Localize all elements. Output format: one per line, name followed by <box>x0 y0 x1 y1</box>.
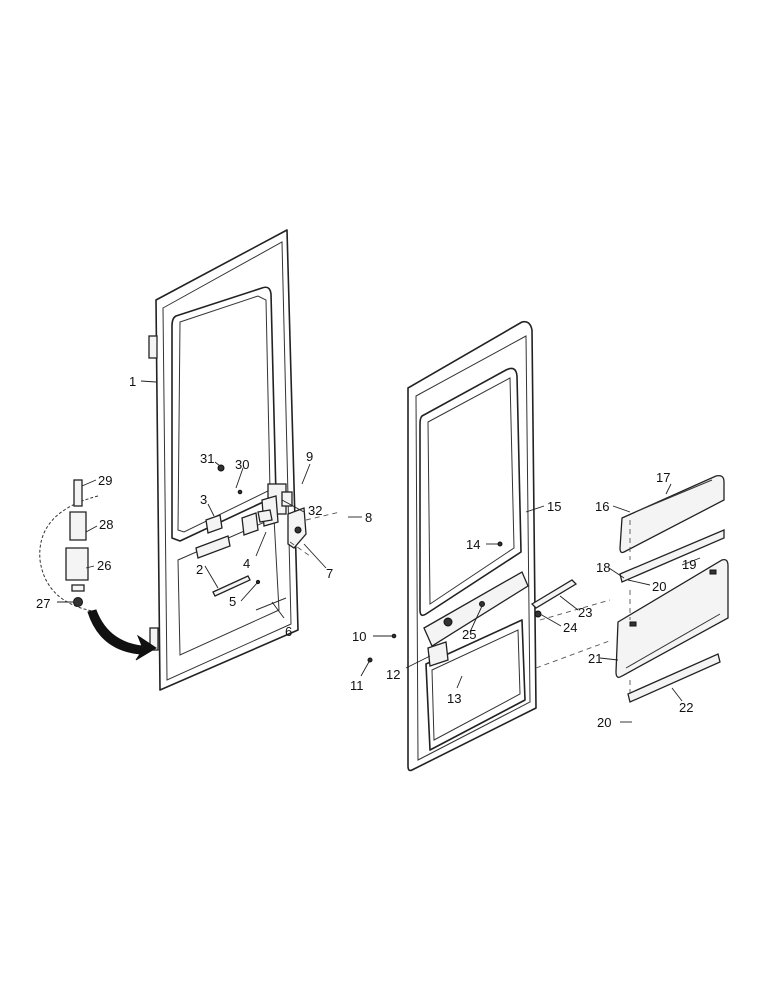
hinge-nut <box>73 597 83 607</box>
callout-17: 17 <box>656 470 670 485</box>
callout-4: 4 <box>243 556 250 571</box>
bottom-support-bracket <box>627 653 721 703</box>
inside-handle <box>195 535 231 559</box>
right-door-frame <box>407 320 537 772</box>
callout-13: 13 <box>447 691 461 706</box>
callout-28: 28 <box>99 517 113 532</box>
callout-8: 8 <box>365 510 372 525</box>
trim-parts <box>615 474 729 703</box>
callout-21: 21 <box>588 651 602 666</box>
inner-release-rod <box>530 579 578 609</box>
callout-16: 16 <box>595 499 609 514</box>
callout-3: 3 <box>200 492 207 507</box>
callout-26: 26 <box>97 558 111 573</box>
window-seal-strip <box>619 529 725 583</box>
waist-rail <box>423 571 529 647</box>
callout-5: 5 <box>229 594 236 609</box>
callout-27: 27 <box>36 596 50 611</box>
callout-14: 14 <box>466 537 480 552</box>
callout-1: 1 <box>129 374 136 389</box>
callout-19: 19 <box>682 557 696 572</box>
callout-11: 11 <box>350 678 364 693</box>
callout-24: 24 <box>563 620 577 635</box>
upper-hinge <box>148 335 158 359</box>
right-door-lower-panel <box>425 619 526 751</box>
callout-25: 25 <box>462 627 476 642</box>
callout-20-lower: 20 <box>597 715 611 730</box>
right-door-assembly <box>367 320 613 772</box>
callout-18: 18 <box>596 560 610 575</box>
callout-15: 15 <box>547 499 561 514</box>
callout-12: 12 <box>386 667 400 682</box>
left-door-lower-panel <box>177 517 280 656</box>
left-door-assembly <box>148 229 341 691</box>
callout-22: 22 <box>679 700 693 715</box>
hinge-half-upper <box>69 511 87 541</box>
callout-10: 10 <box>352 629 366 644</box>
callout-30: 30 <box>235 457 249 472</box>
callout-2: 2 <box>196 562 203 577</box>
callout-20-upper: 20 <box>652 579 666 594</box>
upper-trim-strip <box>619 474 725 554</box>
lower-trim-panel <box>615 558 729 678</box>
callout-labels: 1 2 3 4 5 6 7 8 9 10 11 12 13 14 15 16 1… <box>36 374 696 730</box>
hinge-half-lower <box>65 547 89 581</box>
release-rod <box>212 575 251 597</box>
right-door-window <box>419 367 522 617</box>
callout-32: 32 <box>308 503 322 518</box>
callout-23: 23 <box>578 605 592 620</box>
callout-31: 31 <box>200 451 214 466</box>
callout-7: 7 <box>326 566 333 581</box>
hinge-detail <box>39 479 157 661</box>
hinge-pin <box>73 479 83 507</box>
callout-6: 6 <box>285 624 292 639</box>
leader-lines <box>57 380 701 723</box>
left-door-window <box>171 286 277 542</box>
callout-29: 29 <box>98 473 112 488</box>
left-door-frame <box>155 229 299 691</box>
callout-9: 9 <box>306 449 313 464</box>
detail-arrow <box>87 609 157 661</box>
lower-hinge <box>149 627 159 651</box>
